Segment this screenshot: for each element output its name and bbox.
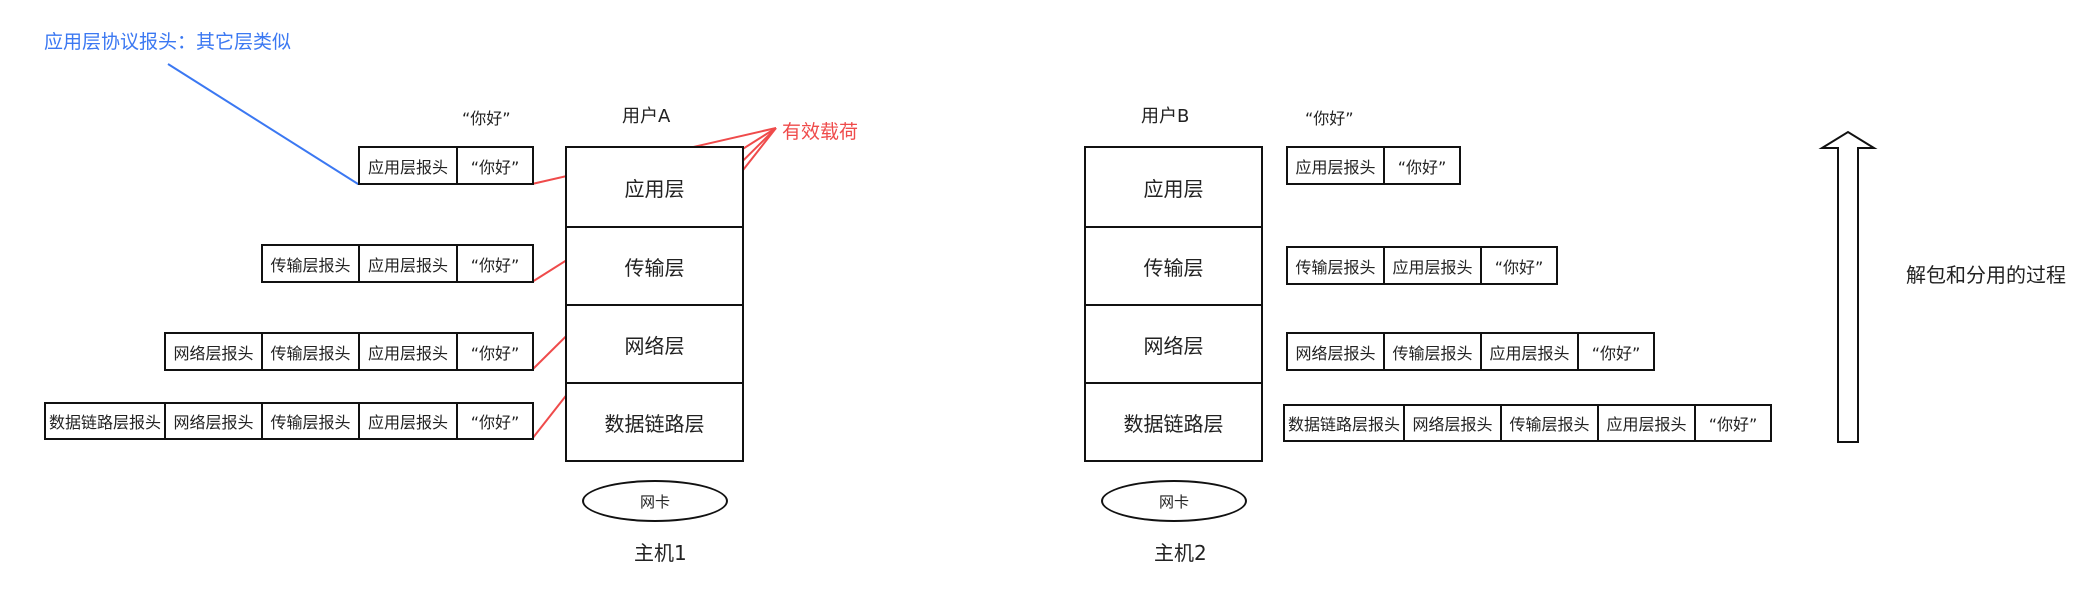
packet-cell: “你好” [1694,404,1772,442]
host1-layer-application: 应用层 [565,146,744,228]
packet-cell: 传输层报头 [261,244,360,283]
packet-cell: 网络层报头 [1286,332,1385,371]
host2-layer-network: 网络层 [1084,304,1263,384]
host1-layer-datalink: 数据链路层 [565,382,744,462]
packet-cell: 应用层报头 [1383,246,1482,285]
packet-cell: 传输层报头 [1286,246,1385,285]
host2-user-label: 用户B [1141,106,1190,127]
packet-cell: 传输层报头 [1500,404,1599,442]
packet-cell: 应用层报头 [358,244,458,283]
packet-cell: 传输层报头 [261,332,360,371]
host1-message: “你好” [462,109,511,128]
packet-cell: “你好” [456,402,534,440]
packet-cell: 应用层报头 [1286,146,1385,185]
host2-layer-application: 应用层 [1084,146,1263,228]
host1-name: 主机1 [634,541,687,565]
host1-layer-transport: 传输层 [565,226,744,306]
host1-layer-network: 网络层 [565,304,744,384]
payload-note: 有效载荷 [782,121,859,143]
packet-cell: “你好” [456,332,534,371]
packet-cell: 应用层报头 [1480,332,1579,371]
packet-cell: “你好” [1480,246,1558,285]
packet-cell: “你好” [1383,146,1461,185]
packet-cell: 应用层报头 [1597,404,1696,442]
process-up-arrow-icon [1818,130,1878,443]
app-header-note: 应用层协议报头：其它层类似 [44,31,292,53]
host1-user-label: 用户A [622,106,671,127]
packet-cell: 应用层报头 [358,332,458,371]
packet-cell: 数据链路层报头 [44,402,166,440]
host2-nic: 网卡 [1101,480,1247,522]
packet-cell: 应用层报头 [358,146,458,185]
host2-layer-transport: 传输层 [1084,226,1263,306]
packet-cell: 网络层报头 [164,332,263,371]
packet-cell: 传输层报头 [1383,332,1482,371]
packet-cell: 数据链路层报头 [1283,404,1405,442]
process-note: 解包和分用的过程 [1906,263,2066,287]
packet-cell: “你好” [1577,332,1655,371]
host2-message: “你好” [1305,109,1354,128]
packet-cell: 网络层报头 [1403,404,1502,442]
host2-layer-datalink: 数据链路层 [1084,382,1263,462]
packet-cell: 传输层报头 [261,402,360,440]
host1-nic: 网卡 [582,480,728,522]
host2-name: 主机2 [1154,541,1207,565]
packet-cell: 应用层报头 [358,402,458,440]
packet-cell: “你好” [456,244,534,283]
packet-cell: “你好” [456,146,534,185]
packet-cell: 网络层报头 [164,402,263,440]
